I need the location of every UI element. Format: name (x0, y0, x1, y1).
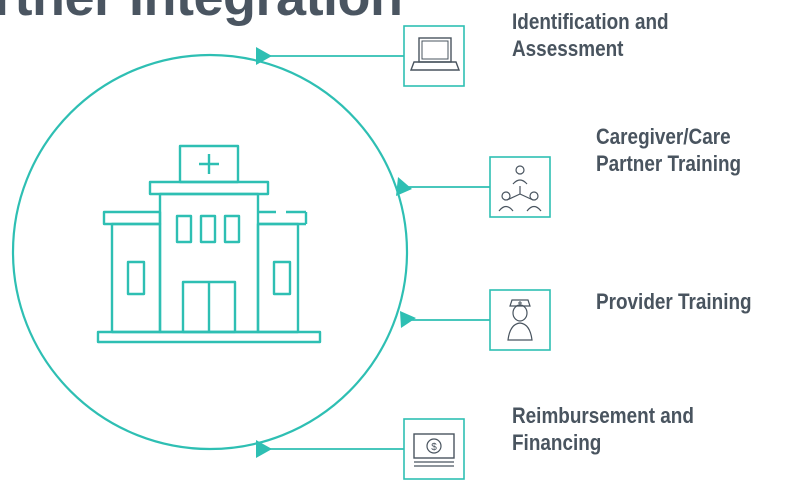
money-bill-icon: $ (403, 418, 465, 480)
item-label-line1: Caregiver/Care (596, 124, 731, 149)
laptop-icon (403, 25, 465, 87)
arrow-marker-1 (256, 47, 272, 65)
cycle-circle (11, 53, 409, 451)
item-label-line2: Partner Training (596, 151, 742, 176)
nurse-icon (489, 289, 551, 351)
item-label-line1: Identification and (512, 9, 669, 34)
arrow-marker-2 (396, 177, 412, 196)
page-title: rther Integration (0, 0, 403, 24)
item-label-line2: Financing (512, 430, 602, 455)
hospital-icon (96, 144, 322, 344)
arrow-marker-4 (256, 440, 272, 458)
people-network-icon (489, 156, 551, 218)
item-label-line1: Reimbursement and (512, 403, 694, 428)
item-label-caregiver: Caregiver/Care Partner Training (596, 123, 741, 177)
svg-text:$: $ (431, 442, 437, 453)
item-label-line1: Provider Training (596, 289, 752, 314)
item-label-reimbursement: Reimbursement and Financing (512, 402, 694, 456)
item-label-identification: Identification and Assessment (512, 8, 669, 62)
item-label-provider: Provider Training (596, 288, 752, 315)
item-label-line2: Assessment (512, 36, 624, 61)
arrow-marker-3 (400, 311, 416, 328)
